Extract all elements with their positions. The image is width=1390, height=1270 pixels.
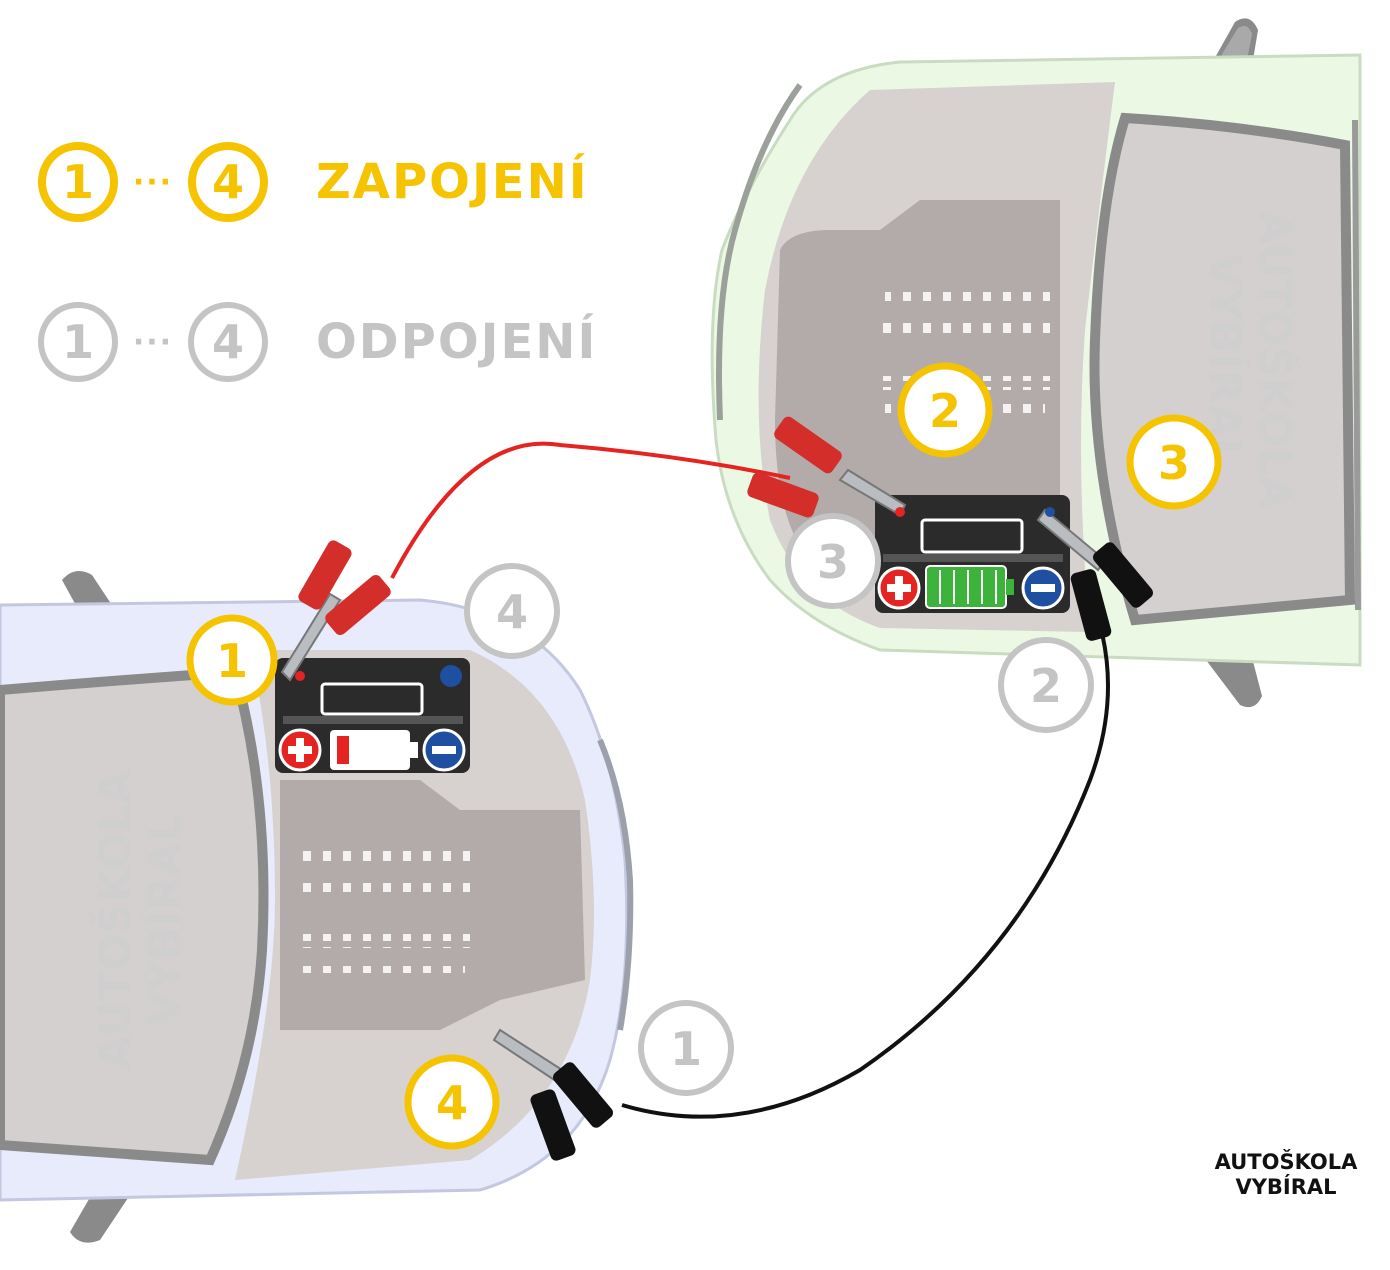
watermark-donor-line1: AUTOŠKOLA [1249, 210, 1302, 509]
battery-full-icon [925, 565, 1014, 609]
black-jumper-cable [621, 624, 1110, 1119]
legend-disconnect: 1 ··· 4 ODPOJENÍ [38, 292, 597, 392]
svg-text:3: 3 [817, 535, 849, 589]
legend-disconnect-label: ODPOJENÍ [316, 314, 598, 370]
brand-line1: AUTOŠKOLA [1214, 1150, 1358, 1174]
jumper-clamp-icon [1036, 507, 1154, 641]
jumper-clamp-icon [492, 1028, 614, 1161]
connect-step-2-marker: 2 [897, 362, 993, 458]
red-jumper-cable [390, 441, 791, 579]
brand-logo: AUTOŠKOLA VYBÍRAL [1206, 1150, 1366, 1200]
connect-step-4-marker: 4 [404, 1054, 500, 1150]
disconnect-step-1-marker: 1 [638, 1000, 734, 1096]
legend-connect-to: 4 [188, 142, 268, 222]
svg-text:1: 1 [670, 1022, 702, 1076]
plus-terminal-icon [278, 728, 322, 772]
disconnect-step-2-marker: 2 [998, 637, 1094, 733]
legend-disconnect-dots: ··· [132, 324, 174, 360]
svg-text:2: 2 [929, 384, 961, 438]
svg-text:4: 4 [496, 585, 528, 639]
connect-step-3-marker: 3 [1126, 414, 1222, 510]
legend-disconnect-from: 1 [38, 302, 118, 382]
donor-battery [875, 495, 1070, 613]
plus-terminal-icon [877, 566, 921, 610]
dead-battery [275, 658, 470, 773]
legend-disconnect-to: 4 [188, 302, 268, 382]
legend-connect: 1 ··· 4 ZAPOJENÍ [38, 132, 589, 232]
jumper-clamp-icon [747, 416, 907, 518]
svg-text:4: 4 [436, 1076, 468, 1130]
connect-step-1-marker: 1 [186, 614, 278, 706]
dead-battery-minus-post [440, 665, 462, 687]
jumper-clamp-icon [280, 540, 391, 682]
legend-connect-label: ZAPOJENÍ [316, 154, 589, 210]
watermark-dead-line1: AUTOŠKOLA [88, 770, 141, 1069]
svg-text:3: 3 [1158, 436, 1190, 490]
watermark-dead-line2: VYBÍRAL [138, 814, 191, 1026]
minus-terminal-icon [422, 728, 466, 772]
minus-terminal-icon [1021, 566, 1065, 610]
disconnect-step-4-marker: 4 [464, 563, 560, 659]
legend-connect-from: 1 [38, 142, 118, 222]
legend-connect-dots: ··· [132, 164, 174, 200]
battery-low-icon [330, 730, 418, 770]
donor-car: AUTOŠKOLA VYBÍRAL [710, 18, 1362, 708]
disconnect-step-3-marker: 3 [785, 513, 881, 609]
svg-text:1: 1 [216, 634, 248, 688]
svg-text:2: 2 [1030, 659, 1062, 713]
dead-car-windshield [0, 666, 269, 1166]
brand-line2: VYBÍRAL [1235, 1175, 1337, 1199]
